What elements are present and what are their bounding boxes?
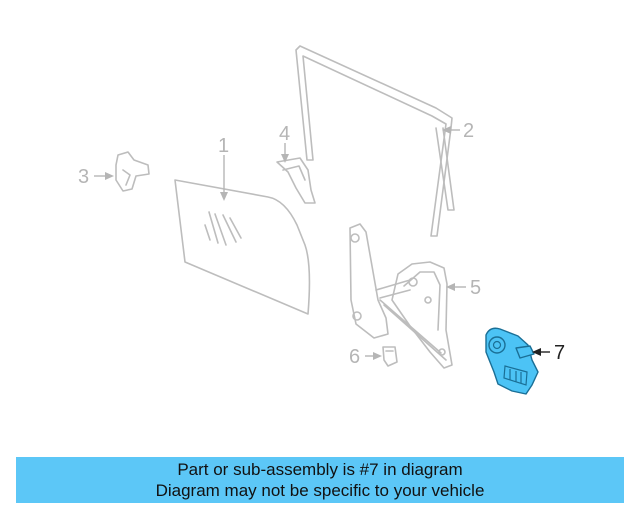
callout-6[interactable]: 6 <box>349 346 360 368</box>
leader-7-arrow <box>532 348 541 356</box>
leader-5-arrow <box>446 283 455 291</box>
part-5-window-regulator[interactable] <box>349 223 453 369</box>
info-banner: Part or sub-assembly is #7 in diagram Di… <box>16 457 624 503</box>
leader-1-arrow <box>220 192 228 201</box>
part-6-clip[interactable] <box>382 346 398 367</box>
callout-5[interactable]: 5 <box>470 277 481 299</box>
part-7-window-motor[interactable] <box>485 327 539 395</box>
part-2-run-channel[interactable] <box>295 45 455 237</box>
callout-3[interactable]: 3 <box>78 166 89 188</box>
callout-7[interactable]: 7 <box>554 342 565 364</box>
part-1-door-glass[interactable] <box>174 179 311 315</box>
leader-4-arrow <box>281 154 289 163</box>
callout-1[interactable]: 1 <box>218 135 229 157</box>
part-4-mirror-bracket[interactable] <box>276 157 316 204</box>
callout-2[interactable]: 2 <box>463 120 474 142</box>
callout-4[interactable]: 4 <box>279 123 290 145</box>
leader-6-arrow <box>373 352 382 360</box>
leader-2-arrow <box>442 126 451 134</box>
banner-line-part-number: Part or sub-assembly is #7 in diagram <box>177 460 463 479</box>
parts-diagram: 1 2 3 4 5 6 7 <box>78 45 565 395</box>
part-3-bracket[interactable] <box>115 151 150 192</box>
banner-line-disclaimer: Diagram may not be specific to your vehi… <box>155 481 485 500</box>
leader-3-arrow <box>105 172 114 180</box>
